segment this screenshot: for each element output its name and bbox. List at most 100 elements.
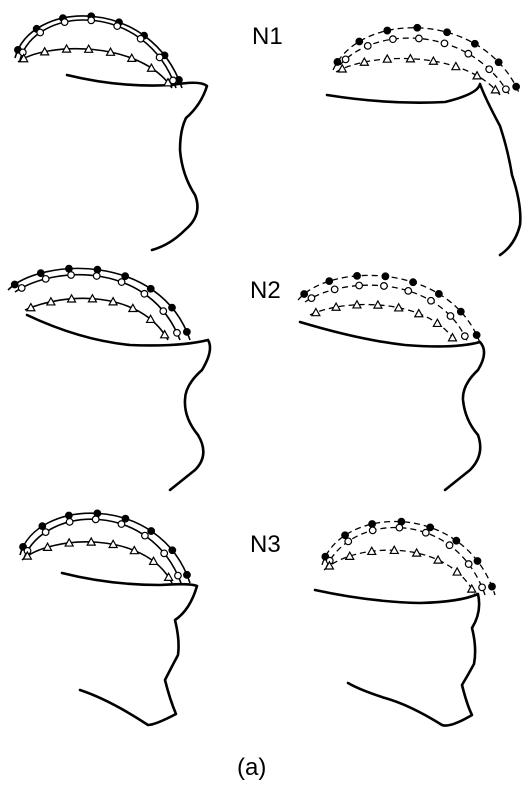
open-circle-marker bbox=[465, 50, 472, 57]
open-circle-marker bbox=[390, 36, 397, 43]
filled-circle-marker bbox=[473, 332, 480, 339]
face-outline bbox=[67, 75, 207, 250]
open-circle-marker bbox=[369, 527, 376, 534]
open-circle-marker bbox=[441, 40, 448, 47]
profile-curve-2 bbox=[15, 275, 180, 340]
open-circle-marker bbox=[486, 66, 493, 73]
filled-circle-marker bbox=[148, 528, 155, 535]
open-circle-marker bbox=[405, 288, 412, 295]
filled-circle-marker bbox=[169, 304, 176, 311]
open-circle-marker bbox=[161, 550, 168, 557]
open-circle-marker bbox=[381, 283, 388, 290]
filled-circle-marker bbox=[301, 291, 308, 298]
open-circle-marker bbox=[446, 542, 453, 549]
open-circle-marker bbox=[503, 86, 510, 93]
profile-curve-2 bbox=[305, 285, 468, 343]
filled-circle-marker bbox=[436, 291, 443, 298]
filled-circle-marker bbox=[414, 24, 421, 31]
triangle-marker bbox=[452, 63, 460, 70]
filled-circle-marker bbox=[453, 537, 460, 544]
filled-circle-marker bbox=[169, 547, 176, 554]
triangle-marker bbox=[434, 556, 442, 563]
filled-circle-marker bbox=[94, 266, 101, 273]
filled-circle-marker bbox=[474, 558, 481, 565]
face-outline bbox=[300, 322, 484, 490]
filled-circle-marker bbox=[354, 273, 361, 280]
filled-circle-marker bbox=[147, 285, 154, 292]
face-outline bbox=[327, 84, 520, 255]
triangle-marker bbox=[429, 57, 437, 64]
triangle-marker bbox=[147, 64, 155, 71]
filled-circle-marker bbox=[369, 521, 376, 528]
open-circle-marker bbox=[462, 333, 469, 340]
triangle-marker bbox=[468, 585, 476, 592]
label-n1: N1 bbox=[252, 23, 283, 50]
open-circle-marker bbox=[88, 17, 95, 24]
open-circle-marker bbox=[447, 313, 454, 320]
open-circle-marker bbox=[137, 35, 144, 42]
triangle-marker bbox=[453, 568, 461, 575]
filled-circle-marker bbox=[458, 308, 465, 315]
open-circle-marker bbox=[308, 295, 315, 302]
profile-curve-1 bbox=[333, 28, 520, 95]
open-circle-marker bbox=[428, 297, 435, 304]
filled-circle-marker bbox=[326, 278, 333, 285]
filled-circle-marker bbox=[342, 532, 349, 539]
filled-circle-marker bbox=[184, 572, 191, 579]
open-circle-marker bbox=[93, 273, 100, 280]
filled-circle-marker bbox=[444, 29, 451, 36]
filled-circle-marker bbox=[472, 40, 479, 47]
filled-circle-marker bbox=[66, 512, 73, 519]
filled-circle-marker bbox=[489, 583, 496, 590]
open-circle-marker bbox=[331, 286, 338, 293]
caption-a: (a) bbox=[237, 754, 266, 781]
open-circle-marker bbox=[68, 272, 75, 279]
open-circle-marker bbox=[175, 572, 182, 579]
open-circle-marker bbox=[20, 49, 27, 56]
profile-curve-2 bbox=[326, 528, 485, 595]
filled-circle-marker bbox=[334, 59, 341, 66]
panel-n3-right bbox=[315, 518, 495, 725]
open-circle-marker bbox=[174, 329, 181, 336]
open-circle-marker bbox=[118, 279, 125, 286]
panel-n2-left bbox=[8, 265, 210, 490]
open-circle-marker bbox=[142, 532, 149, 539]
open-circle-marker bbox=[342, 56, 349, 63]
open-circle-marker bbox=[356, 282, 363, 289]
face-outline bbox=[315, 590, 479, 726]
filled-circle-marker bbox=[184, 329, 191, 336]
filled-circle-marker bbox=[513, 83, 520, 90]
open-circle-marker bbox=[416, 35, 423, 42]
triangle-marker bbox=[473, 72, 481, 79]
open-circle-marker bbox=[92, 516, 99, 523]
panel-n1-left bbox=[15, 13, 207, 250]
open-circle-marker bbox=[422, 529, 429, 536]
label-n2: N2 bbox=[250, 277, 281, 304]
face-outline bbox=[62, 573, 197, 725]
profile-curve-1 bbox=[8, 268, 190, 340]
open-circle-marker bbox=[156, 54, 163, 61]
open-circle-marker bbox=[364, 43, 371, 50]
open-circle-marker bbox=[37, 29, 44, 36]
open-circle-marker bbox=[18, 285, 25, 292]
open-circle-marker bbox=[42, 529, 49, 536]
triangle-marker bbox=[338, 65, 346, 72]
open-circle-marker bbox=[66, 519, 73, 526]
triangle-marker bbox=[395, 304, 403, 311]
filled-circle-marker bbox=[11, 281, 18, 288]
label-n3: N3 bbox=[250, 531, 281, 558]
open-circle-marker bbox=[345, 538, 352, 545]
panel-n2-right bbox=[298, 273, 484, 490]
triangle-marker bbox=[312, 308, 320, 315]
markers bbox=[334, 24, 519, 92]
filled-circle-marker bbox=[37, 270, 44, 277]
open-circle-marker bbox=[118, 521, 125, 528]
open-circle-marker bbox=[61, 19, 68, 26]
filled-circle-marker bbox=[495, 59, 502, 66]
open-circle-marker bbox=[465, 561, 472, 568]
triangle-marker bbox=[448, 334, 456, 341]
open-circle-marker bbox=[479, 584, 486, 591]
triangle-marker bbox=[415, 310, 423, 317]
open-circle-marker bbox=[141, 290, 148, 297]
